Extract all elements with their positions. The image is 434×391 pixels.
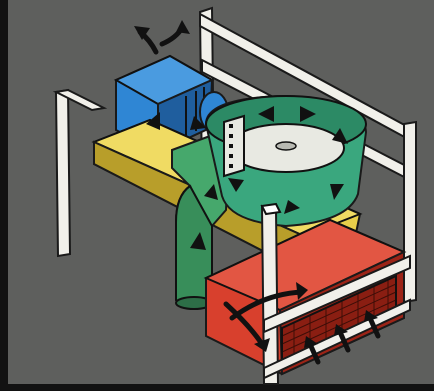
left-border bbox=[0, 0, 8, 391]
bottom-border bbox=[0, 384, 434, 391]
vibratory-bowl bbox=[206, 96, 366, 226]
